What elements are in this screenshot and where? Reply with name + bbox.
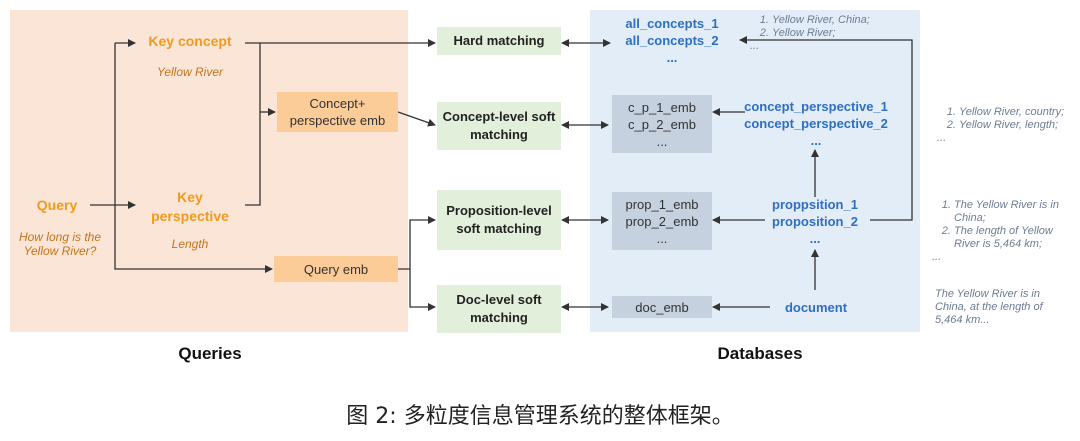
proposition-item: proppsition_1 [772, 197, 858, 212]
key-concept-example: Yellow River [156, 65, 224, 79]
prop-emb-box: prop_1_emb prop_2_emb ... [612, 192, 712, 250]
concept-perspective-list: concept_perspective_1 concept_perspectiv… [728, 98, 904, 149]
concept-perspective-emb-box: Concept+ perspective emb [277, 92, 398, 132]
doc-emb-box: doc_emb [612, 296, 712, 318]
concept-level-soft-matching-box: Concept-level soft matching [437, 102, 561, 150]
concept-note-more: ... [750, 40, 760, 52]
hard-matching-box: Hard matching [437, 27, 561, 55]
databases-heading: Databases [717, 344, 803, 363]
propositions-list: proppsition_1 proposition_2 ... [760, 196, 870, 247]
all-concepts-item: all_concepts_2 [625, 33, 719, 48]
figure-caption: 图 2: 多粒度信息管理系统的整体框架。 [346, 404, 734, 429]
prop-emb-item: prop_2_emb [625, 213, 699, 229]
perspective-note-item: Yellow River, country; [959, 106, 1079, 119]
cp-emb-item: c_p_1_emb [628, 99, 696, 115]
all-concepts-list: all_concepts_1 all_concepts_2 ... [612, 15, 732, 66]
key-perspective-example: Length [171, 237, 209, 251]
proposition-note-item: The Yellow River is in China; [954, 199, 1072, 225]
perspective-notes: Yellow River, country; Yellow River, len… [937, 106, 1079, 145]
concept-notes: Yellow River, China; Yellow River; ... [750, 14, 900, 53]
cp-emb-item: c_p_2_emb [628, 116, 696, 132]
perspective-note-more: ... [937, 132, 947, 144]
key-perspective-label: Key perspective [151, 189, 229, 224]
proposition-notes: The Yellow River is in China; The length… [932, 199, 1072, 264]
prop-emb-item: prop_1_emb [625, 196, 699, 212]
proposition-item: proposition_2 [772, 214, 858, 229]
query-example: How long is the Yellow River? [18, 230, 102, 258]
databases-panel [590, 10, 920, 332]
perspective-note-item: Yellow River, length; [959, 119, 1079, 132]
concept-perspective-item: concept_perspective_2 [744, 116, 888, 131]
document-note: The Yellow River is in China, at the len… [935, 288, 1043, 326]
proposition-note-more: ... [932, 251, 942, 263]
document-label: document [784, 300, 848, 315]
all-concepts-item: ... [666, 50, 678, 65]
query-emb-box: Query emb [274, 256, 398, 282]
prop-emb-item: ... [656, 230, 668, 246]
concept-note-item: Yellow River, China; [772, 14, 900, 27]
concept-note-item: Yellow River; [772, 27, 900, 40]
key-concept-label: Key concept [148, 33, 232, 49]
cp-emb-box: c_p_1_emb c_p_2_emb ... [612, 95, 712, 153]
concept-perspective-item: ... [810, 133, 822, 148]
query-label: Query [36, 197, 78, 213]
doc-level-soft-matching-box: Doc-level soft matching [437, 285, 561, 333]
cp-emb-item: ... [656, 133, 668, 149]
proposition-level-soft-matching-box: Proposition-level soft matching [437, 190, 561, 250]
proposition-item: ... [809, 231, 821, 246]
queries-heading: Queries [178, 344, 242, 363]
proposition-note-item: The length of Yellow River is 5,464 km; [954, 225, 1072, 251]
concept-perspective-item: concept_perspective_1 [744, 99, 888, 114]
all-concepts-item: all_concepts_1 [625, 16, 719, 31]
